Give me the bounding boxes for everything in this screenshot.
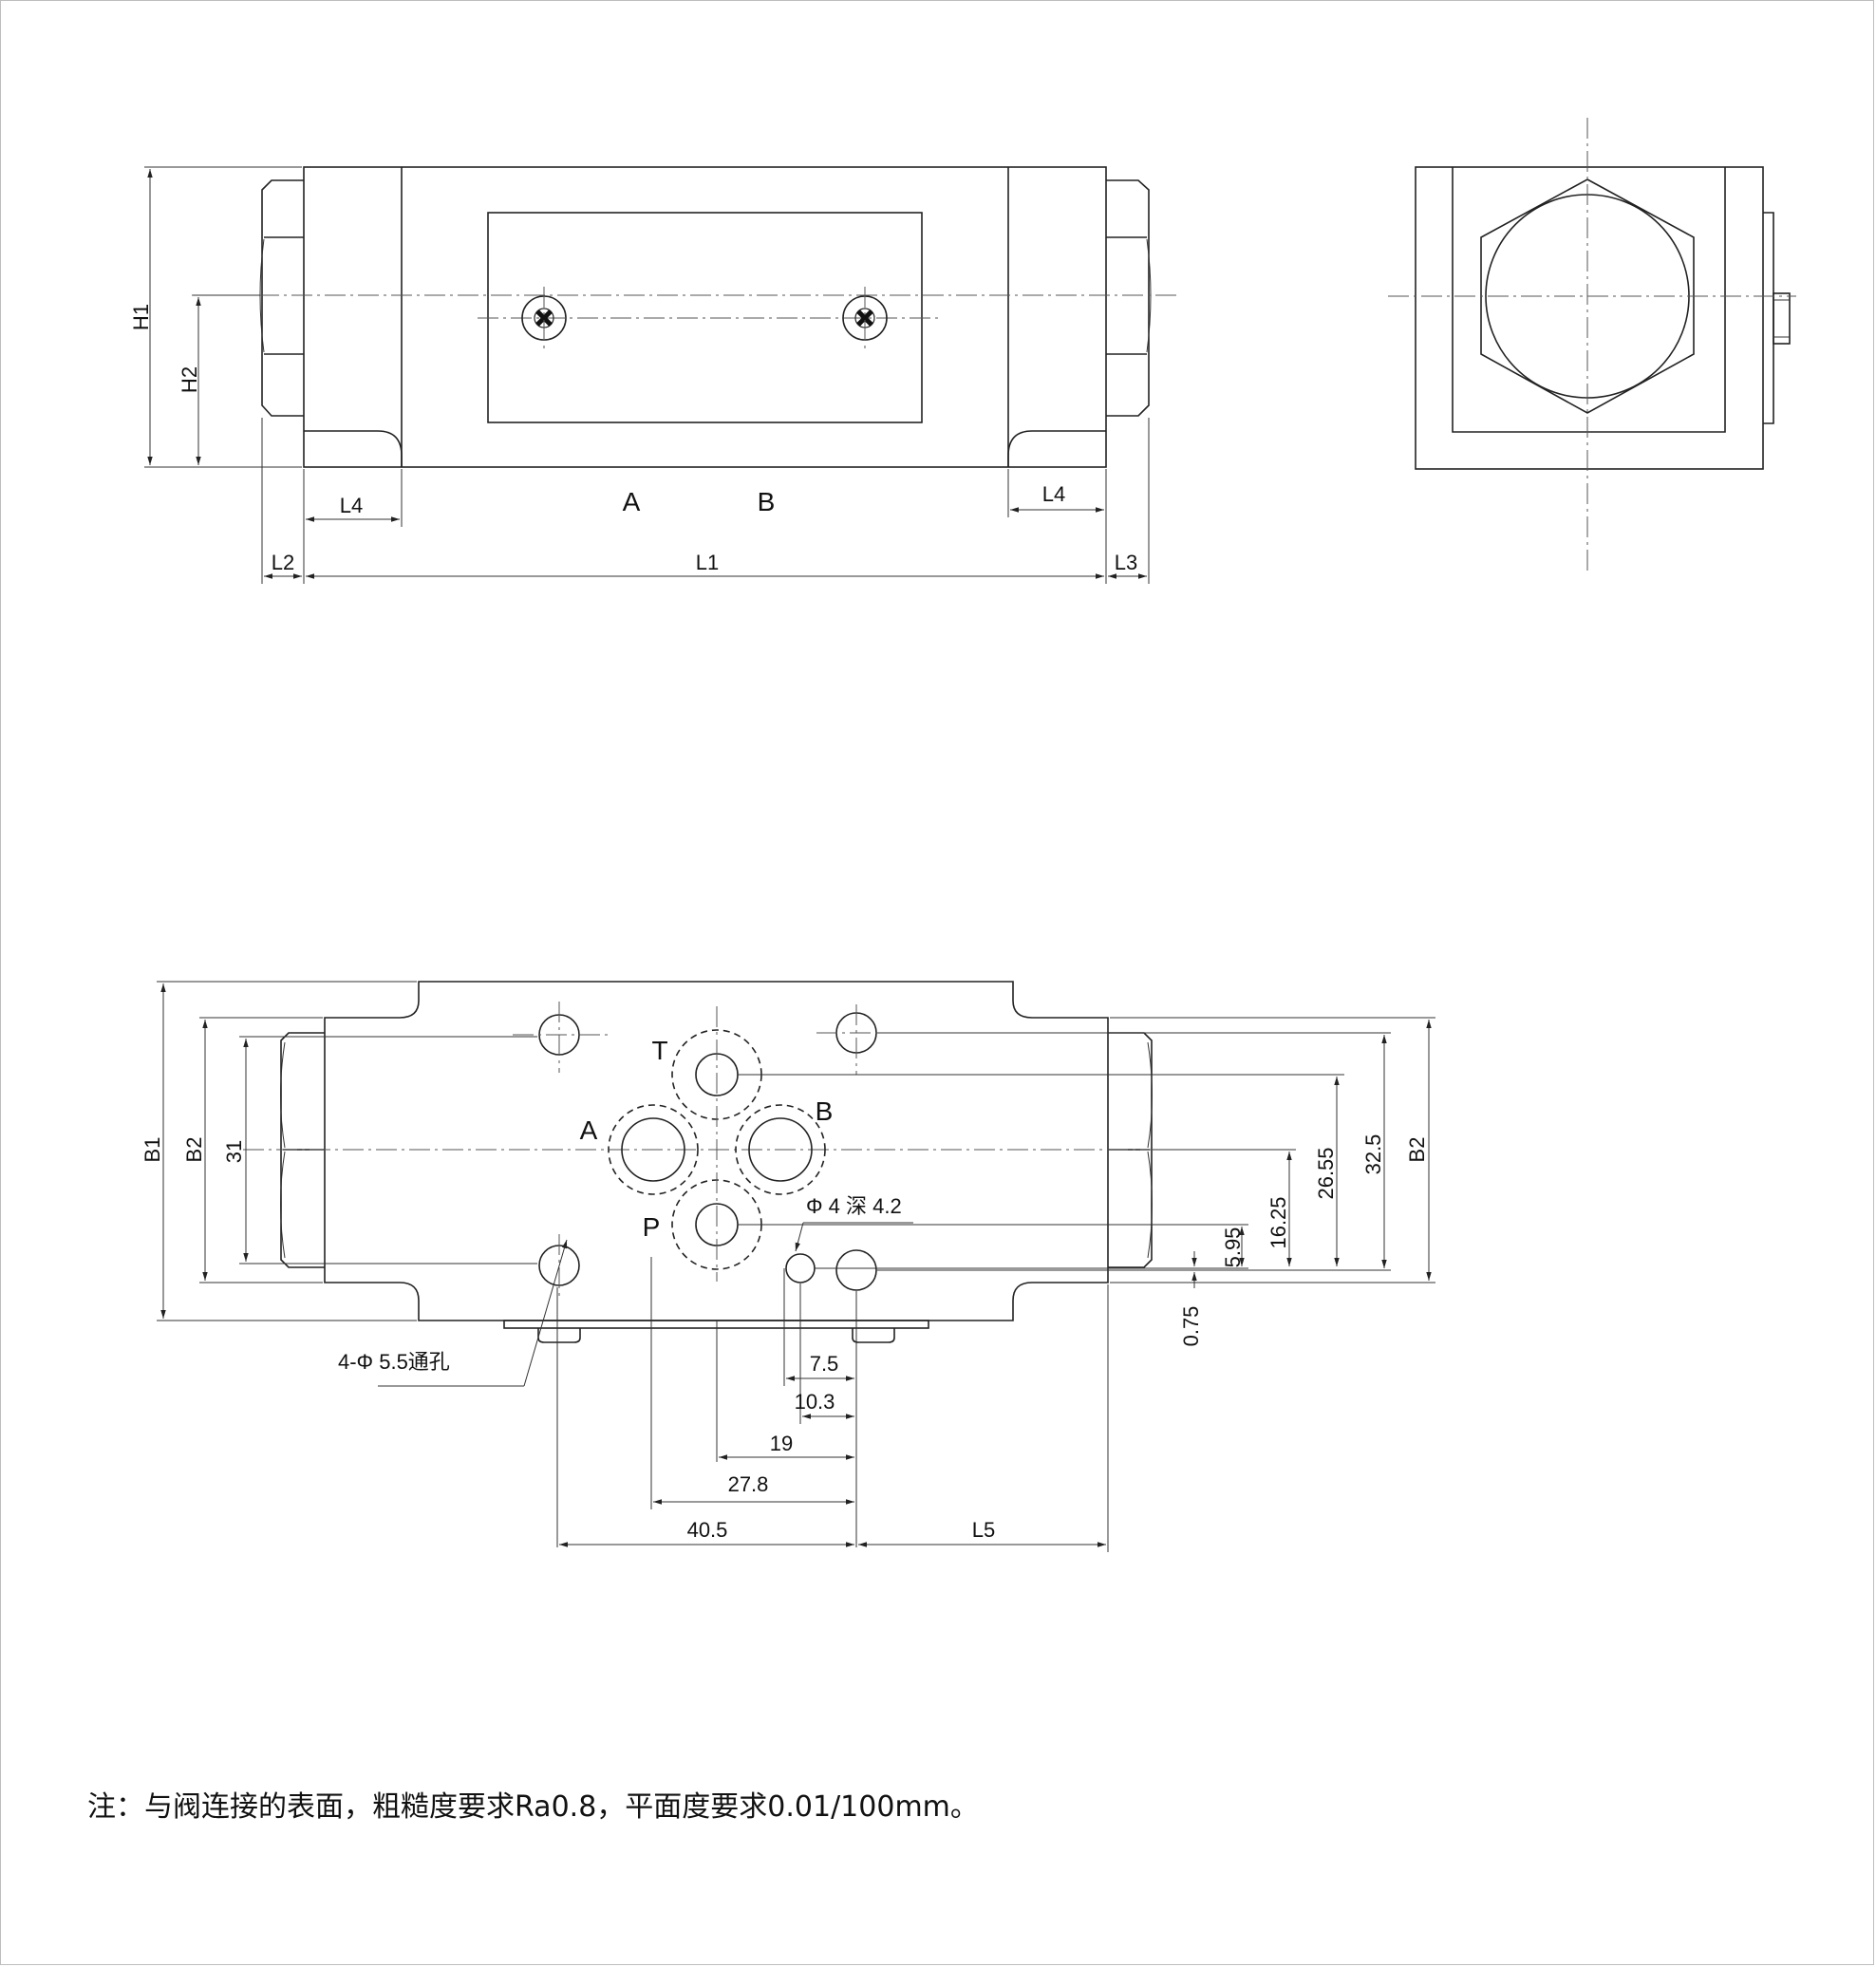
left-notch (304, 430, 403, 467)
end-body-outline (1415, 166, 1764, 470)
dim-19: 19 (770, 1432, 793, 1455)
right-plug (1106, 179, 1150, 417)
callout-through-holes: 4-Φ 5.5通孔 (338, 1350, 450, 1374)
dim-31: 31 (222, 1140, 246, 1163)
dim-L5: L5 (972, 1518, 995, 1542)
dim-L4-right: L4 (1042, 482, 1065, 506)
dim-L4-left: L4 (340, 494, 363, 517)
dim-40-5: 40.5 (687, 1518, 728, 1542)
dim-10-3: 10.3 (795, 1390, 835, 1414)
port-A (621, 1117, 685, 1182)
end-view (1388, 118, 1796, 574)
subplate-outline (324, 981, 1109, 1321)
dim-32-5: 32.5 (1361, 1134, 1385, 1175)
port-A-counterbore (608, 1104, 699, 1195)
screw-right (842, 287, 888, 349)
plan-port-T-label: T (651, 1036, 667, 1065)
dim-L2: L2 (272, 551, 294, 574)
hex-nut (1480, 178, 1695, 414)
screw-left (521, 287, 567, 349)
plan-port-A-label: A (580, 1115, 598, 1145)
plan-view: T A B P B1 B2 31 5.95 16.25 26.55 32.5 (141, 981, 1435, 1552)
plan-port-B-label: B (816, 1096, 834, 1126)
dim-B1: B1 (141, 1137, 164, 1163)
dim-L3: L3 (1115, 551, 1137, 574)
left-plug (261, 179, 304, 417)
side-port-B-label: B (758, 487, 776, 516)
dim-0-75: 0.75 (1179, 1306, 1203, 1347)
dim-B2-left: B2 (182, 1137, 206, 1163)
mounting-hole-bottom-right (835, 1249, 877, 1291)
port-B-counterbore (735, 1104, 826, 1195)
dim-5-95: 5.95 (1221, 1227, 1245, 1268)
valve-body-outline (303, 166, 1107, 468)
dim-L1: L1 (696, 551, 719, 574)
port-B (748, 1117, 813, 1182)
locating-pin-hole (785, 1253, 816, 1283)
right-notch (1007, 430, 1106, 467)
dim-16-25: 16.25 (1266, 1196, 1290, 1248)
dim-B2-right: B2 (1405, 1137, 1429, 1163)
callout-pin-hole: Φ 4 深 4.2 (806, 1194, 902, 1218)
dim-26-55: 26.55 (1314, 1147, 1338, 1199)
dim-27-8: 27.8 (728, 1472, 769, 1496)
dim-H1: H1 (129, 304, 153, 330)
dim-H2: H2 (178, 366, 201, 393)
plan-port-P-label: P (643, 1212, 661, 1242)
footnote: 注：与阀连接的表面，粗糙度要求Ra0.8，平面度要求0.01/100mm。 (87, 1790, 979, 1824)
side-view: H1 H2 L4 L4 L1 L2 L3 A B (129, 166, 1177, 584)
side-port-A-label: A (623, 487, 641, 516)
dim-7-5: 7.5 (810, 1352, 839, 1376)
